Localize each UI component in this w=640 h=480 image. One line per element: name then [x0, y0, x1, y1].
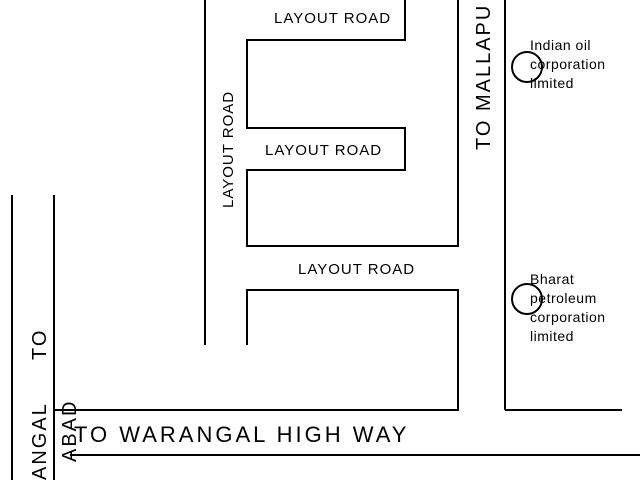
to-mallapur-label: TO MALLAPU	[473, 4, 495, 150]
indian-oil-marker	[511, 51, 543, 83]
warangal-edge-label: ANGAL	[29, 402, 51, 480]
bharat-petroleum-marker	[511, 283, 543, 315]
bharat-petroleum-line-1: Bharat	[530, 271, 574, 287]
bharat-petroleum-line-3: corporation	[530, 309, 606, 325]
bharat-petroleum-label: Bharat petroleum corporation limited	[530, 271, 610, 344]
bharat-petroleum-line-4: limited	[530, 328, 574, 344]
layout-road-top-label: LAYOUT ROAD	[274, 10, 391, 27]
abad-edge-label: ABAD	[59, 400, 81, 462]
indian-oil-line-2: corporation	[530, 56, 606, 72]
layout-road-middle-label: LAYOUT ROAD	[265, 142, 382, 159]
upper-block-outline	[246, 0, 459, 247]
highway-label: TO WARANGAL HIGH WAY	[74, 422, 409, 447]
bharat-petroleum-line-2: petroleum	[530, 290, 597, 306]
indian-oil-line-3: limited	[530, 75, 574, 91]
indian-oil-label: Indian oil corporation limited	[530, 37, 610, 91]
indian-oil-line-1: Indian oil	[530, 37, 591, 53]
to-left-label: TO	[29, 329, 51, 360]
layout-road-lower-label: LAYOUT ROAD	[298, 261, 415, 278]
layout-road-vertical-label: LAYOUT ROAD	[220, 91, 237, 208]
highway-north-edge	[54, 289, 459, 411]
